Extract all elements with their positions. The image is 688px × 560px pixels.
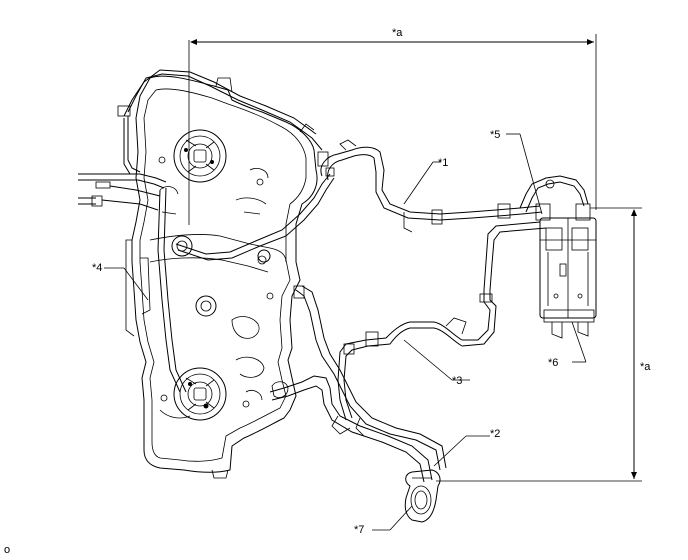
- vent-tube-to-canister: [175, 139, 589, 261]
- callout-3: *3: [452, 375, 462, 387]
- left-lines: [78, 69, 323, 393]
- callout-4: *4: [92, 262, 102, 274]
- fuel-pump-lower: [173, 367, 227, 421]
- corner-mark: o: [4, 544, 10, 556]
- dimension-a-vertical: *a: [436, 207, 651, 482]
- dimension-a-right-label: *a: [640, 361, 651, 373]
- tank-valves: [171, 235, 289, 398]
- dimension-a-horizontal: *a: [188, 27, 597, 225]
- callout-5: *5: [490, 129, 500, 141]
- canister-purge-lines: [337, 221, 547, 421]
- fuel-pump-upper: [173, 129, 227, 183]
- dimension-a-top-label: *a: [392, 27, 403, 39]
- callout-6: *6: [548, 357, 558, 369]
- callout-2: *2: [490, 428, 500, 440]
- fuel-tank: [125, 75, 318, 479]
- fuel-filler-pipe: [269, 285, 447, 523]
- callout-7: *7: [354, 524, 364, 536]
- charcoal-canister: [535, 203, 597, 339]
- leader-lines: [104, 133, 587, 531]
- callout-1: *1: [438, 157, 448, 169]
